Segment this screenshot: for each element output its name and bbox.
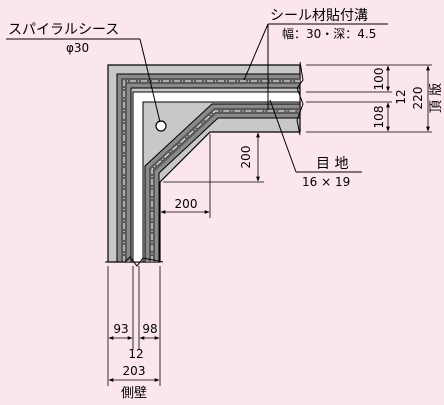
break-mark-bottom	[105, 256, 164, 267]
inner-centerline	[151, 110, 300, 262]
dim-slab-lower-text: 108	[372, 106, 386, 129]
top-slab-label: 頂 版	[429, 83, 444, 113]
dim-wall-gap-text: 12	[128, 347, 143, 361]
joint-gap	[132, 91, 301, 263]
sheath-diameter-label: φ30	[66, 41, 89, 55]
groove-size-label: 幅：30・深：4.5	[282, 26, 376, 41]
sheath-label: スパイラルシース	[8, 22, 119, 38]
joint-size-label: 16 × 19	[302, 175, 350, 189]
dim-slab-upper-text: 100	[372, 68, 386, 91]
dim-haunch-horizontal-text: 200	[175, 197, 198, 211]
dim-wall-left-text: 93	[113, 322, 128, 336]
joint-label: 目 地	[316, 156, 348, 172]
outer-centerline	[123, 80, 300, 262]
groove-label: シール材貼付溝	[270, 8, 368, 24]
side-wall-label: 側壁	[121, 386, 147, 401]
dim-wall-total-text: 203	[123, 364, 146, 378]
dim-slab-total-text: 220	[411, 87, 425, 110]
dim-haunch-vertical-text: 200	[239, 146, 253, 169]
dim-slab-gap-text: 12	[394, 89, 408, 104]
break-mark-right	[296, 61, 304, 136]
dim-wall-right-text: 98	[142, 322, 157, 336]
groove-leader-1	[243, 23, 269, 81]
joint-leader	[269, 99, 297, 173]
sheath-leader	[139, 38, 161, 123]
sheath-circle	[155, 120, 167, 132]
